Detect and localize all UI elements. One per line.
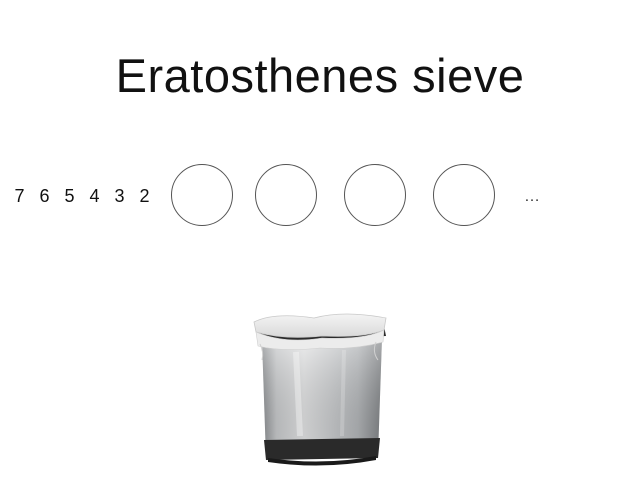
number-token: 2 bbox=[139, 186, 150, 206]
sieve-slot-1 bbox=[171, 164, 233, 226]
number-queue: 7 6 5 4 3 2 bbox=[12, 184, 152, 208]
trash-can-icon bbox=[244, 308, 394, 470]
number-token: 6 bbox=[39, 186, 50, 206]
number-token: 7 bbox=[14, 186, 25, 206]
sieve-slot-3 bbox=[344, 164, 406, 226]
slide-title: Eratosthenes sieve bbox=[115, 49, 525, 102]
number-token: 3 bbox=[114, 186, 125, 206]
number-token: 5 bbox=[64, 186, 75, 206]
continuation-ellipsis: … bbox=[524, 188, 541, 205]
sieve-slot-2 bbox=[255, 164, 317, 226]
sieve-slot-4 bbox=[433, 164, 495, 226]
number-token: 4 bbox=[89, 186, 100, 206]
